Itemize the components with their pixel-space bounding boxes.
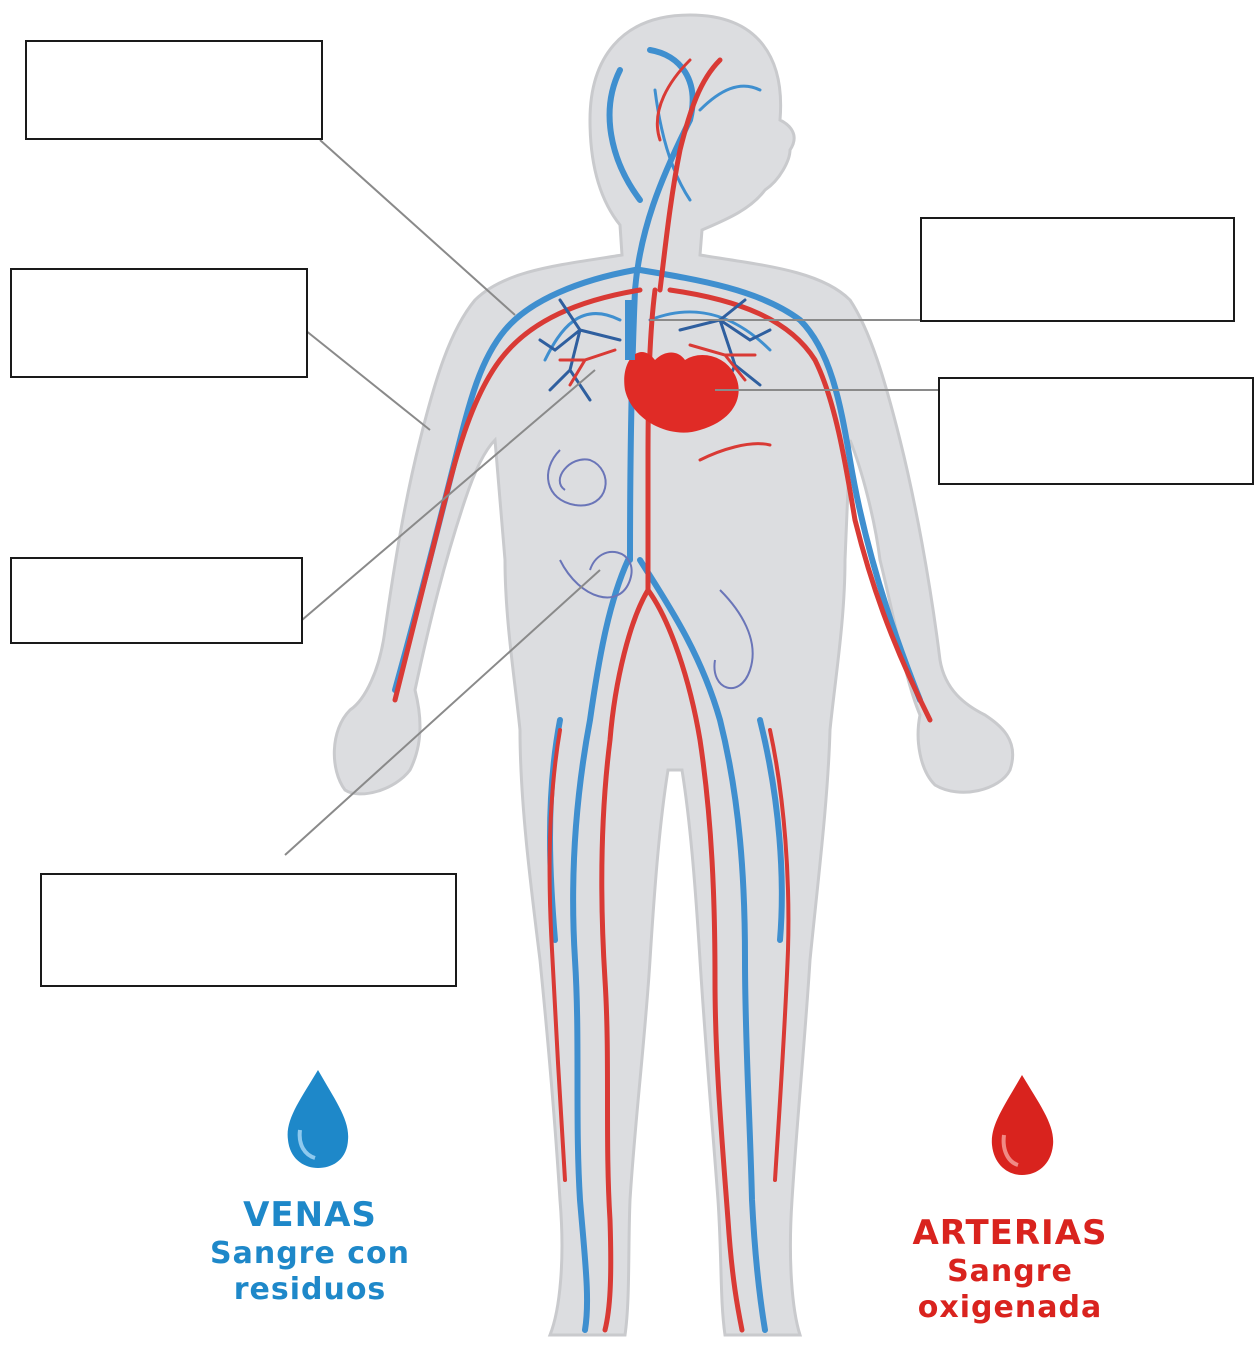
label-box-upper-right[interactable] <box>920 217 1235 322</box>
legend-veins-title: VENAS <box>150 1195 470 1236</box>
legend-arteries-line2: oxigenada <box>850 1290 1170 1326</box>
legend-arteries-line1: Sangre <box>850 1254 1170 1290</box>
label-box-top-left[interactable] <box>25 40 323 140</box>
legend-veins-line2: residuos <box>150 1272 470 1308</box>
label-box-bottom-left[interactable] <box>40 873 457 987</box>
legend-arteries: ARTERIAS Sangre oxigenada <box>850 1213 1170 1326</box>
label-box-mid-right[interactable] <box>938 377 1254 485</box>
legend-veins-line1: Sangre con <box>150 1236 470 1272</box>
label-box-mid-left[interactable] <box>10 557 303 644</box>
legend-arteries-title: ARTERIAS <box>850 1213 1170 1254</box>
label-box-upper-left[interactable] <box>10 268 308 378</box>
artery-drop-icon <box>992 1075 1053 1175</box>
legend-veins: VENAS Sangre con residuos <box>150 1195 470 1308</box>
vein-drop-icon <box>288 1070 349 1168</box>
